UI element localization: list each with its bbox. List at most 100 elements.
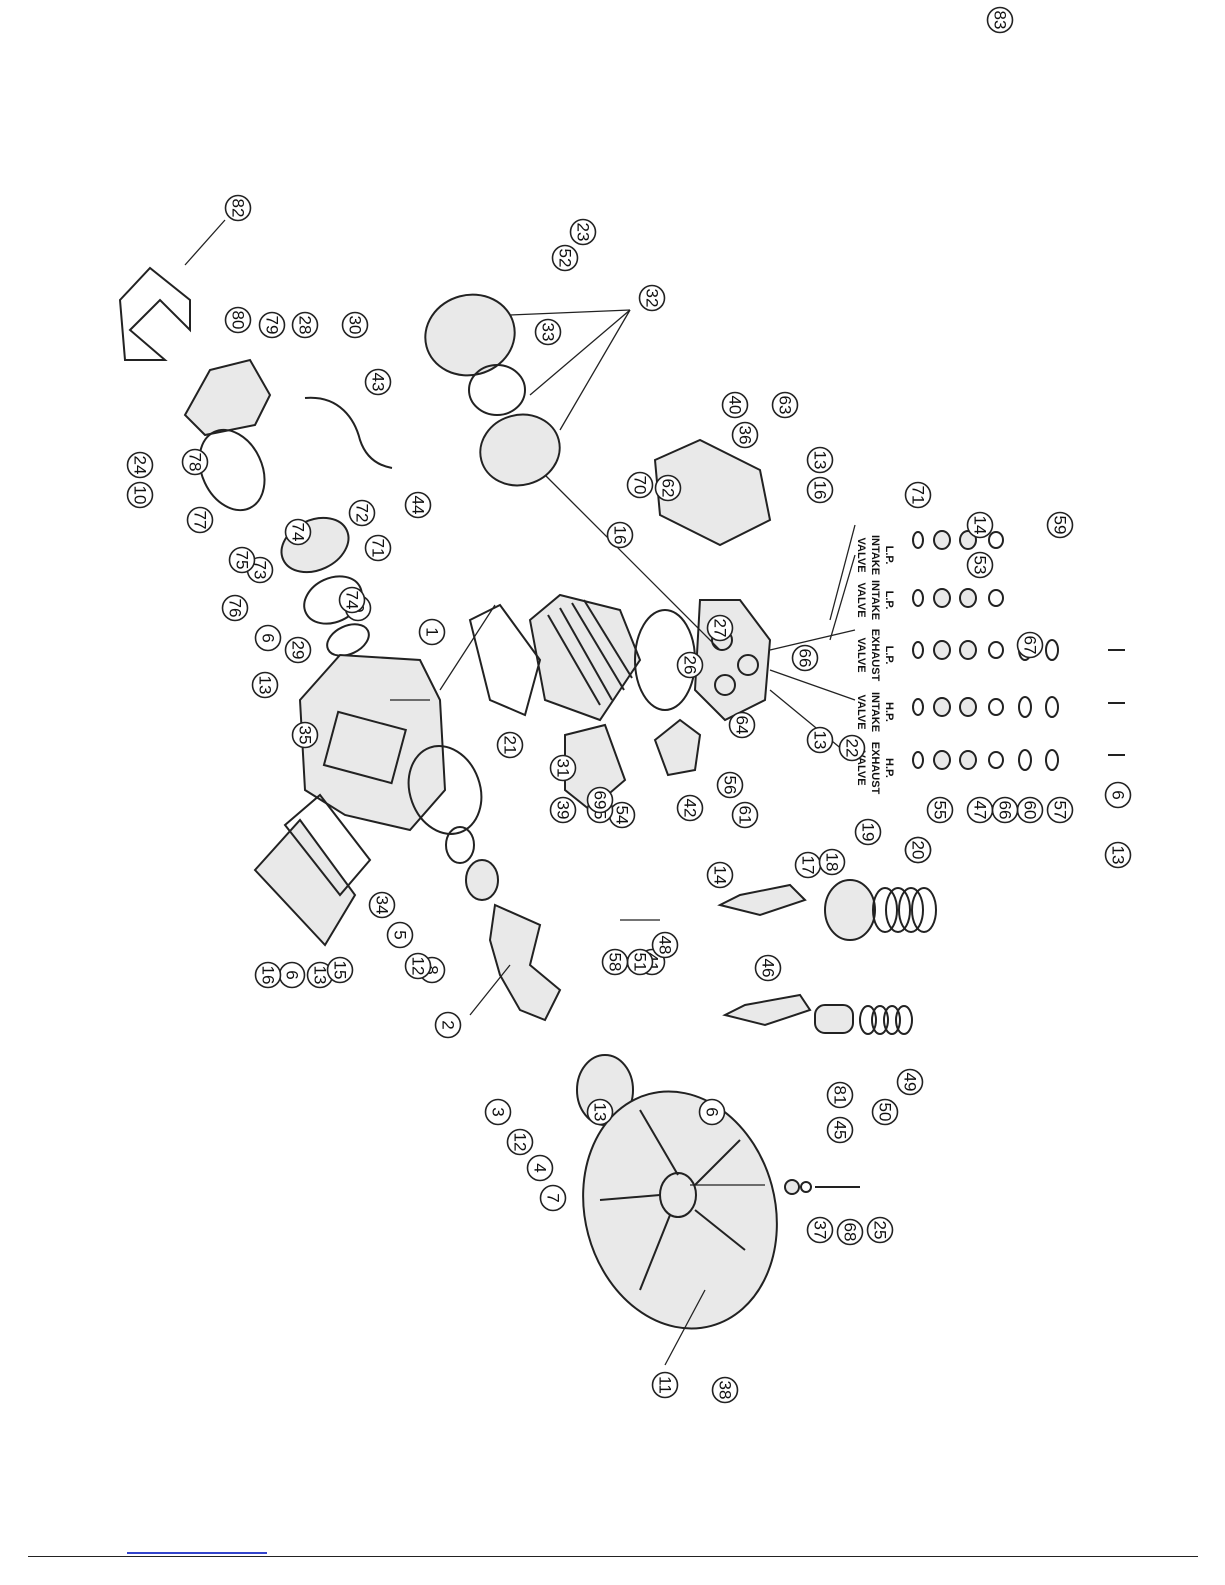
callout-number: 39 — [554, 801, 573, 820]
callout-14: 14 — [966, 511, 994, 539]
callout-13: 13 — [1104, 841, 1132, 869]
callout-number: 21 — [501, 736, 520, 755]
callout-number: 14 — [971, 516, 990, 535]
callout-44: 44 — [404, 491, 432, 519]
callout-16: 16 — [806, 476, 834, 504]
callout-circle — [364, 368, 392, 396]
callout-circle — [549, 796, 577, 824]
callout-number: 16 — [811, 481, 830, 500]
callout-circle — [586, 786, 614, 814]
callout-circle — [221, 594, 249, 622]
callout-63: 63 — [771, 391, 799, 419]
lp-cylinder-fins — [547, 599, 633, 706]
callout-circle — [651, 1371, 679, 1399]
callout-number: 6 — [259, 633, 278, 642]
valve-label-line: INTAKE — [869, 580, 881, 620]
leader-lines — [184, 219, 856, 1366]
callout-circle — [586, 1098, 614, 1126]
bearing-part — [465, 859, 499, 901]
valve-label-line: INTAKE — [869, 692, 881, 732]
callout-circle — [771, 391, 799, 419]
callout-circle — [569, 218, 597, 246]
callout-circle — [251, 671, 279, 699]
callout-number: 64 — [733, 716, 752, 735]
nut-part — [784, 1179, 800, 1195]
callout-46: 46 — [754, 954, 782, 982]
valve-label-line: H.P. — [883, 758, 895, 778]
callout-number: 33 — [539, 323, 558, 342]
callout-circle — [706, 614, 734, 642]
valve-label-line: VALVE — [855, 694, 867, 729]
callout-number: 12 — [409, 957, 428, 976]
callout-number: 44 — [409, 496, 428, 515]
callout-circle — [806, 446, 834, 474]
callout-circle — [526, 1154, 554, 1182]
callout-40: 40 — [721, 391, 749, 419]
callout-number: 10 — [131, 486, 150, 505]
callout-number: 74 — [343, 591, 362, 610]
cylinder-head-part — [693, 599, 772, 722]
callout-number: 6 — [283, 970, 302, 979]
callout-83: 83 — [986, 6, 1014, 34]
callout-5: 5 — [386, 921, 414, 949]
callout-number: 70 — [631, 476, 650, 495]
valve-label-line: EXHAUST — [869, 629, 881, 682]
callout-number: 13 — [591, 1103, 610, 1122]
callout-circle — [404, 491, 432, 519]
footer-link-underline — [127, 1552, 267, 1554]
callout-13: 13 — [251, 671, 279, 699]
callout-number: 78 — [186, 453, 205, 472]
callout-circle — [904, 836, 932, 864]
callout-16: 16 — [606, 521, 634, 549]
callout-29: 29 — [284, 636, 312, 664]
callout-79: 79 — [258, 311, 286, 339]
valve-label: H.P. EXHAUST VALVE — [855, 742, 895, 795]
callout-circle — [966, 511, 994, 539]
gasket-5-part — [407, 745, 483, 835]
callout-circle — [284, 518, 312, 546]
bearing-cup-part — [445, 826, 475, 864]
washer-part — [800, 1181, 812, 1193]
callout-6: 6 — [698, 1098, 726, 1126]
callout-circle — [716, 771, 744, 799]
callout-circle — [731, 421, 759, 449]
callout-circle — [506, 1128, 534, 1156]
callout-circle — [404, 952, 432, 980]
callout-number: 40 — [726, 396, 745, 415]
gasket-79-part — [198, 428, 266, 512]
callout-28: 28 — [291, 311, 319, 339]
callout-number: 6 — [1109, 790, 1128, 799]
callout-circle — [711, 1376, 739, 1404]
callout-circle — [1046, 511, 1074, 539]
callout-67: 67 — [1016, 631, 1044, 659]
callout-78: 78 — [181, 448, 209, 476]
callout-22: 22 — [838, 734, 866, 762]
callout-number: 57 — [1051, 801, 1070, 820]
callout-circle — [818, 848, 846, 876]
callout-number: 49 — [901, 1073, 920, 1092]
callout-circle — [551, 244, 579, 272]
callout-circle — [986, 6, 1014, 34]
callout-6: 6 — [278, 961, 306, 989]
callout-number: 16 — [611, 526, 630, 545]
callout-circle — [601, 948, 629, 976]
callout-82: 82 — [224, 194, 252, 222]
callout-circle — [966, 551, 994, 579]
valve-label-line: H.P. — [883, 702, 895, 722]
callout-circle — [224, 306, 252, 334]
valve-label-line: L.P. — [883, 591, 895, 610]
callout-circle — [326, 956, 354, 984]
flywheel-spokes — [599, 1109, 746, 1291]
callout-circle — [496, 731, 524, 759]
callout-12: 12 — [404, 952, 432, 980]
callout-number: 55 — [931, 801, 950, 820]
callout-43: 43 — [364, 368, 392, 396]
lp-piston-rings — [872, 887, 937, 933]
callout-35: 35 — [291, 721, 319, 749]
callout-circle — [866, 1216, 894, 1244]
crankcase-part — [298, 653, 447, 832]
callout-18: 18 — [818, 848, 846, 876]
callout-number: 53 — [971, 556, 990, 575]
callout-number: 8 — [423, 965, 442, 974]
